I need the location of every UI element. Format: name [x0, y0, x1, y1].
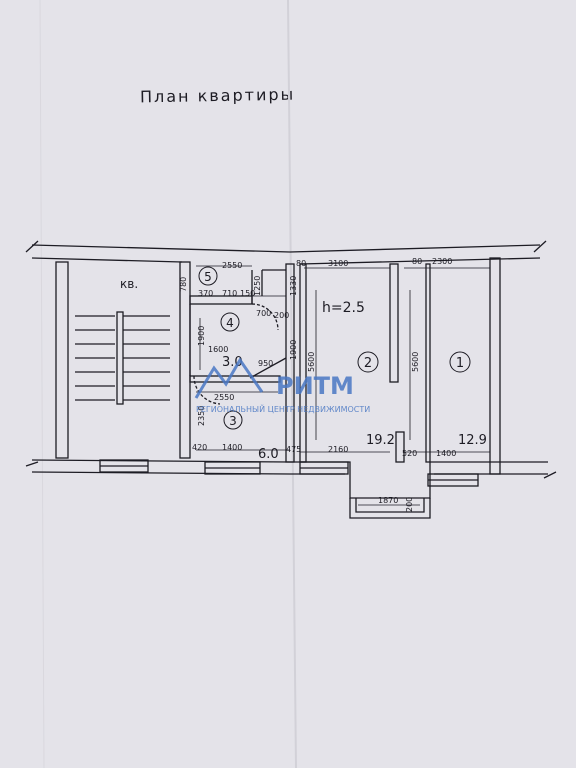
dimension-values: 2550 3100 2300 80 80 780 1250 1330 370 7…: [179, 257, 456, 512]
room-1-number: 1: [456, 356, 464, 371]
dim-150: 150: [240, 289, 255, 298]
walls: [25, 240, 557, 519]
balcony: [349, 498, 431, 519]
windows: [99, 459, 479, 487]
watermark-tagline: РЕГИОНАЛЬНЫЙ ЦЕНТР НЕДВИЖИМОСТИ: [196, 403, 370, 414]
dim-475: 475: [286, 445, 301, 454]
dim-710: 710: [222, 289, 237, 298]
dim-950: 950: [258, 359, 273, 368]
dim-1250: 1250: [253, 276, 262, 296]
dim-520: 520: [402, 449, 417, 458]
staircase: [75, 311, 170, 405]
dim-1330: 1330: [289, 276, 298, 296]
dim-200-b: 200: [405, 497, 414, 512]
stair-wall-left: [55, 261, 69, 459]
dim-370: 370: [198, 289, 213, 298]
room-2-number: 2: [364, 356, 372, 371]
room-labels: 5 4 3 2 1 3.0 6.0 19.2 12.9 h=2.5 кв.: [120, 270, 487, 462]
watermark-logo-icon: [194, 357, 264, 399]
dim-1900-a: 1900: [197, 326, 206, 346]
room-3-number: 3: [229, 414, 237, 428]
dim-780: 780: [179, 277, 188, 292]
room-5-number: 5: [204, 270, 212, 284]
dim-5600-b: 5600: [411, 352, 420, 372]
room-markers: [198, 266, 471, 430]
dim-2350: 2350: [197, 406, 206, 426]
dim-2300: 2300: [432, 257, 452, 266]
room-3-area: 6.0: [258, 447, 279, 462]
dim-420: 420: [192, 443, 207, 452]
watermark-brand: РИТМ: [276, 372, 354, 400]
dim-2550-mid: 2550: [214, 393, 234, 402]
dim-2160: 2160: [328, 445, 348, 454]
dim-80-a: 80: [296, 259, 306, 268]
paper-folds: [39, 0, 297, 768]
dim-1400-a: 1400: [222, 443, 242, 452]
dim-1870: 1870: [378, 496, 398, 505]
watermark: РИТМ РЕГИОНАЛЬНЫЙ ЦЕНТР НЕДВИЖИМОСТИ: [194, 357, 370, 414]
partition-rooms-1-2: [389, 263, 399, 383]
dimension-lines: [192, 265, 490, 506]
room-2-area: 19.2: [366, 433, 395, 448]
outer-wall-top-left: [31, 244, 291, 253]
outer-wall-top-right: [289, 244, 541, 253]
ceiling-height: h=2.5: [322, 300, 365, 316]
dim-2550-top: 2550: [222, 261, 242, 270]
room-4-number: 4: [226, 316, 234, 330]
dim-1600: 1600: [208, 345, 228, 354]
room-1-area: 12.9: [458, 433, 487, 448]
dim-200: 200: [274, 311, 289, 320]
dim-3100: 3100: [328, 259, 348, 268]
dim-1400-b: 1400: [436, 449, 456, 458]
dim-700: 700: [256, 309, 271, 318]
dim-80-b: 80: [412, 257, 422, 266]
dim-5600-a: 5600: [307, 352, 316, 372]
dim-1900-b: 1900: [289, 340, 298, 360]
landing-label: кв.: [120, 277, 138, 291]
